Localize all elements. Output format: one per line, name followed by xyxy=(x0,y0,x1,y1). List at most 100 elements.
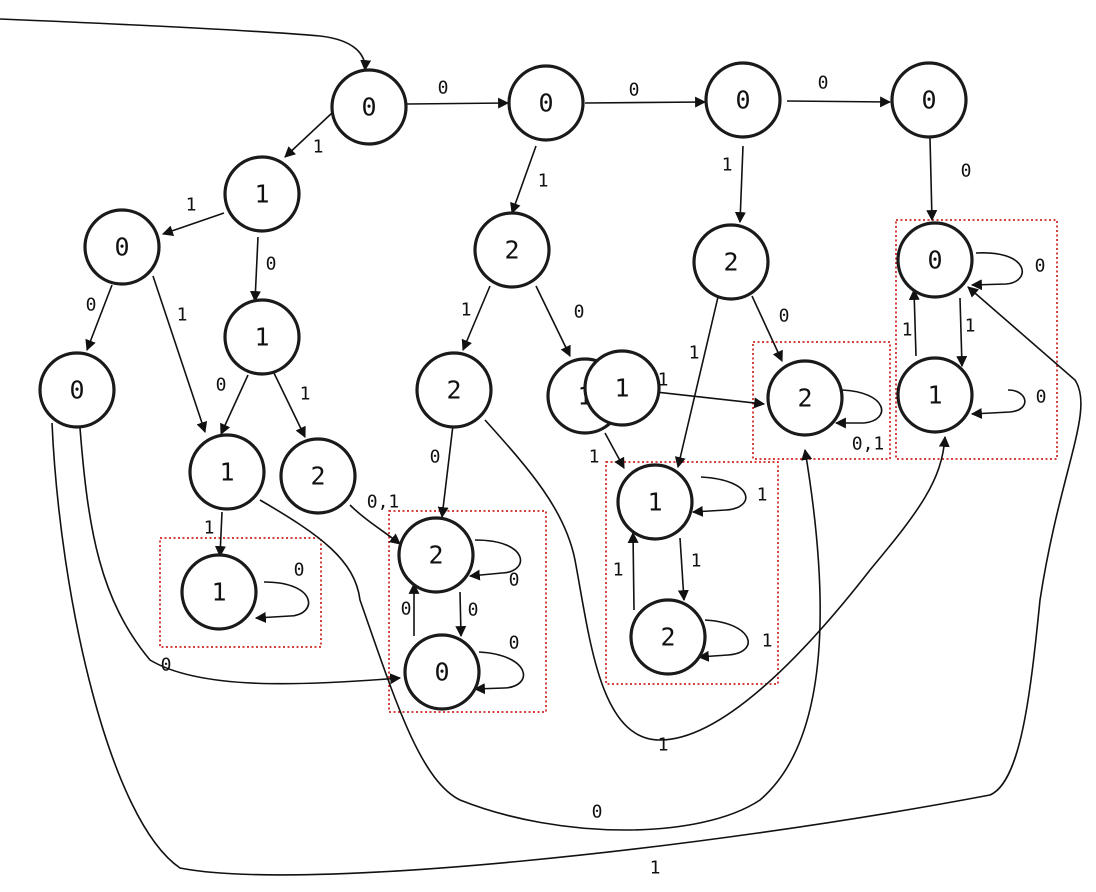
edge-e6 xyxy=(249,236,261,303)
edge-label-e39: 0 xyxy=(161,655,172,676)
edge-label-e26: 0,1 xyxy=(852,434,885,455)
edge-e26 xyxy=(834,389,883,429)
edge-e29 xyxy=(627,531,639,611)
edge-label-e4: 1 xyxy=(313,137,324,158)
edge-e10 xyxy=(152,275,208,434)
state-label: 0 xyxy=(361,93,376,122)
state-label: 2 xyxy=(723,248,738,277)
state-node-n21: 1 xyxy=(896,356,974,434)
edge-start xyxy=(0,18,372,72)
state-label: 1 xyxy=(927,381,942,410)
edge-label-e7: 1 xyxy=(538,171,549,192)
edge-label-e30: 1 xyxy=(757,485,768,506)
edge-label-e8: 0 xyxy=(961,161,972,182)
state-circle xyxy=(180,553,258,631)
state-label: 2 xyxy=(797,384,812,413)
edge-e14 xyxy=(535,285,571,357)
state-circle xyxy=(616,463,694,541)
edge-label-e37: 0 xyxy=(401,599,412,620)
edge-label-e11: 0 xyxy=(216,375,227,396)
edge-e33 xyxy=(254,581,310,623)
edge-label-e3: 0 xyxy=(818,73,829,94)
state-label: 1 xyxy=(254,180,269,209)
edge-label-e5: 1 xyxy=(186,195,197,216)
edge-e27 xyxy=(674,296,719,469)
edge-e38 xyxy=(473,651,525,695)
state-circle xyxy=(415,351,493,429)
edge-e41 xyxy=(484,419,950,741)
edge-e18 xyxy=(604,432,625,469)
edge-e16 xyxy=(349,504,401,545)
edge-e5 xyxy=(161,212,225,236)
state-label: 1 xyxy=(254,323,269,352)
state-label: 0 xyxy=(434,658,449,687)
edge-label-e6: 0 xyxy=(266,254,277,275)
edge-label-e29: 1 xyxy=(613,560,624,581)
state-circle xyxy=(890,61,968,139)
edge-e19 xyxy=(751,295,783,362)
state-node-n3: 0 xyxy=(704,61,782,139)
state-circle xyxy=(704,61,782,139)
state-node-n2: 0 xyxy=(507,64,585,142)
state-circle xyxy=(473,211,551,289)
state-node-n9: 1 xyxy=(188,433,266,511)
state-label: 2 xyxy=(446,376,461,405)
state-circle xyxy=(507,64,585,142)
state-circle xyxy=(896,221,974,299)
state-node-n5: 1 xyxy=(223,155,301,233)
state-circle xyxy=(279,437,357,515)
edge-label-e12: 1 xyxy=(300,384,311,405)
edge-label-e24: 0 xyxy=(1035,256,1046,277)
edge-label-e40: 0 xyxy=(592,802,603,823)
edge-label-e38: 0 xyxy=(509,633,520,654)
state-circle xyxy=(38,351,116,429)
edge-label-e13: 1 xyxy=(461,300,472,321)
state-label: 0 xyxy=(735,86,750,115)
edge-e42 xyxy=(51,286,1082,876)
edge-e22 xyxy=(908,288,920,357)
state-group-box-5 xyxy=(895,219,1058,460)
state-node-n7: 1 xyxy=(223,298,301,376)
edge-e23 xyxy=(970,389,1026,419)
edge-label-e23: 0 xyxy=(1036,387,1047,408)
edge-label-e22: 1 xyxy=(902,320,913,341)
state-circle xyxy=(629,598,707,676)
edge-label-e31: 1 xyxy=(762,631,773,652)
state-label: 2 xyxy=(428,541,443,570)
state-label: 1 xyxy=(614,374,629,403)
edge-e21 xyxy=(956,297,968,368)
state-label: 1 xyxy=(211,578,226,607)
state-label: 0 xyxy=(114,233,129,262)
edge-label-e16: 0,1 xyxy=(367,492,400,513)
edge-e4 xyxy=(284,112,333,158)
edge-e7 xyxy=(510,145,537,215)
state-circle xyxy=(692,223,770,301)
edge-e17 xyxy=(437,424,454,519)
edge-e36 xyxy=(455,591,467,638)
edge-label-e18: 1 xyxy=(589,447,600,468)
edge-label-e25: 1 xyxy=(658,370,669,391)
state-circle xyxy=(896,356,974,434)
state-node-n13: 2 xyxy=(415,351,493,429)
edge-e1 xyxy=(406,97,510,109)
edge-e8 xyxy=(926,137,938,222)
state-node-n19: 2 xyxy=(629,598,707,676)
state-label: 0 xyxy=(69,376,84,405)
edge-label-e32: 1 xyxy=(204,518,215,539)
edge-e3 xyxy=(786,96,892,108)
state-circle xyxy=(188,433,266,511)
state-node-n20: 0 xyxy=(896,221,974,299)
edge-label-e21: 1 xyxy=(965,316,976,337)
state-node-n15: 2 xyxy=(692,223,770,301)
state-node-n12: 2 xyxy=(473,211,551,289)
edge-label-e17: 0 xyxy=(430,447,441,468)
state-circle xyxy=(403,633,481,711)
state-node-n4: 0 xyxy=(890,61,968,139)
edge-label-e15: 1 xyxy=(722,155,733,176)
state-circle xyxy=(330,68,408,146)
state-node-n10: 2 xyxy=(279,437,357,515)
state-circle xyxy=(223,155,301,233)
edge-label-e10: 1 xyxy=(177,305,188,326)
state-node-n18: 1 xyxy=(616,463,694,541)
